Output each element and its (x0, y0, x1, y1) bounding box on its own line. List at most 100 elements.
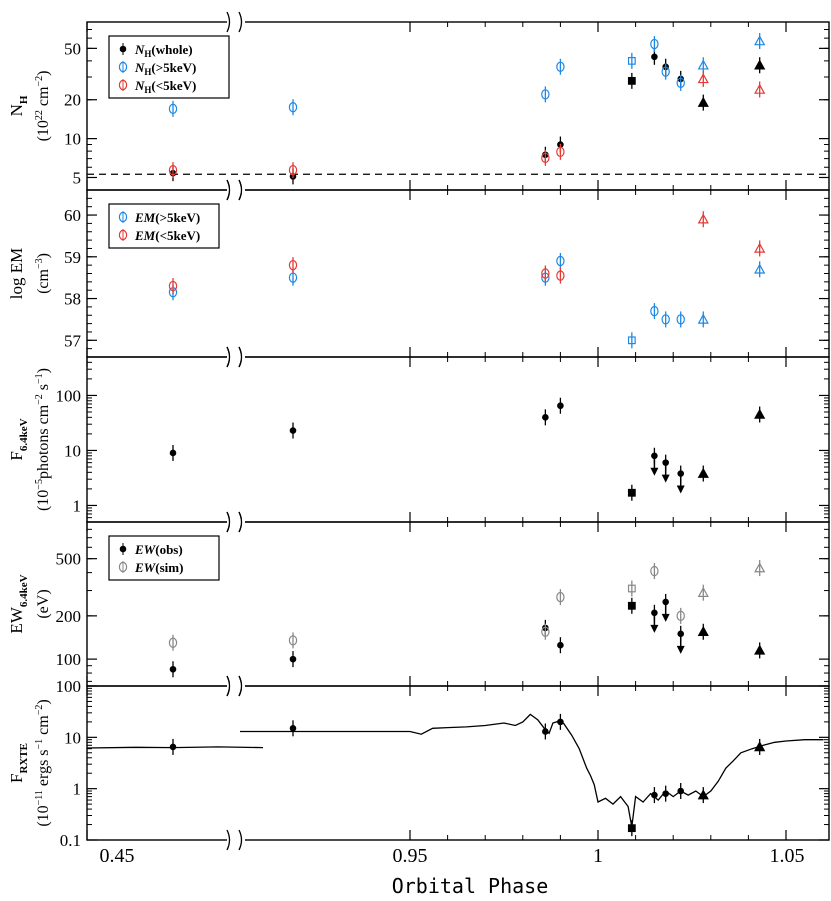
series-em-5kev- (168, 211, 766, 295)
y-tick-label: 10 (64, 728, 81, 747)
x-tick-label: 1 (593, 845, 603, 867)
y-tick-label: 100 (56, 386, 82, 405)
data-point (754, 242, 766, 253)
data-point (697, 313, 709, 324)
data-point (168, 637, 178, 648)
series-nh-5kev- (168, 33, 766, 117)
y-tick-label: 59 (64, 248, 81, 267)
axis-break-mark (238, 511, 243, 533)
data-point (754, 644, 766, 655)
data-point (627, 76, 636, 85)
data-point (697, 789, 709, 800)
y-tick-label: 20 (64, 91, 81, 110)
data-point (697, 625, 709, 637)
y-axis-units: (10−5photons cm−2 s−1) (34, 368, 52, 511)
data-point (169, 743, 177, 751)
axis-break-gap (227, 19, 245, 25)
axis-break-mark (226, 11, 231, 33)
data-point (288, 164, 298, 176)
y-tick-label: 500 (56, 550, 82, 569)
data-point (557, 718, 564, 726)
data-point (650, 565, 659, 577)
data-point (697, 96, 709, 107)
data-point (754, 408, 766, 419)
data-point (541, 626, 550, 637)
data-point (676, 77, 685, 89)
y-tick-label: 100 (56, 650, 82, 669)
y-axis-label: F6.4keV (7, 418, 30, 460)
series-nh-5kev- (168, 70, 766, 179)
legend-box (108, 35, 230, 99)
data-point (627, 56, 636, 65)
data-point (661, 66, 670, 77)
data-point (289, 655, 297, 663)
axis-break-mark (238, 829, 243, 851)
axis-break-mark (226, 346, 231, 368)
data-point (168, 280, 178, 292)
data-point (556, 270, 565, 281)
legend-box (108, 535, 220, 581)
upper-limit-arrow (676, 485, 685, 494)
y-tick-label: 0.1 (60, 831, 81, 850)
data-point (697, 467, 709, 478)
y-tick-label: 10 (64, 130, 81, 149)
panel-frame (86, 685, 830, 841)
data-point (697, 59, 709, 70)
data-point (627, 336, 636, 345)
series-ew-sim- (168, 560, 766, 651)
data-point (677, 787, 685, 795)
data-point (754, 59, 766, 70)
y-tick-label: 5 (73, 168, 82, 187)
data-point (661, 314, 670, 325)
data-point (651, 53, 658, 61)
data-point (754, 35, 766, 46)
data-point (169, 665, 177, 673)
data-point (754, 83, 766, 94)
data-point (288, 102, 298, 113)
data-point (754, 741, 766, 752)
axis-break-mark (238, 179, 243, 201)
data-point (627, 824, 636, 833)
y-tick-label: 50 (64, 39, 81, 58)
upper-limit-arrow (661, 613, 670, 622)
panel-frame (86, 356, 830, 523)
data-point (651, 791, 658, 799)
data-point (662, 790, 669, 797)
y-axis-label: NH (7, 95, 30, 116)
data-point (289, 724, 297, 732)
data-point (697, 73, 709, 84)
data-point (168, 164, 178, 176)
legend-entry: NH(<5keV) (134, 78, 196, 95)
x-tick-label: 0.45 (100, 845, 135, 867)
light-curve (240, 713, 824, 828)
data-point (556, 146, 565, 158)
series-rxte-markers (169, 713, 766, 837)
upper-limit-arrow (661, 474, 670, 483)
data-point (168, 103, 178, 115)
upper-limit-arrow (676, 645, 685, 654)
legend-box (108, 203, 220, 249)
data-point (288, 635, 298, 646)
axis-break-gap (227, 354, 245, 360)
x-tick-label: 1.05 (770, 845, 805, 867)
axis-break-gap (227, 519, 245, 525)
y-axis-units: (1022 cm−2) (34, 71, 52, 142)
axis-break-gap (227, 187, 245, 193)
data-point (676, 610, 685, 622)
axis-break-mark (238, 675, 243, 697)
series-f6-4kev (169, 397, 766, 501)
y-tick-label: 60 (64, 206, 81, 225)
y-tick-label: 100 (56, 677, 82, 696)
data-point (557, 402, 564, 410)
data-point (542, 728, 549, 735)
data-point (556, 61, 565, 72)
data-point (697, 586, 709, 597)
data-point (556, 591, 565, 603)
upper-limit-arrow (650, 467, 659, 476)
axis-break-mark (238, 346, 243, 368)
x-axis: 0.45 0.95 1 1.05 Orbital Phase (100, 845, 805, 898)
